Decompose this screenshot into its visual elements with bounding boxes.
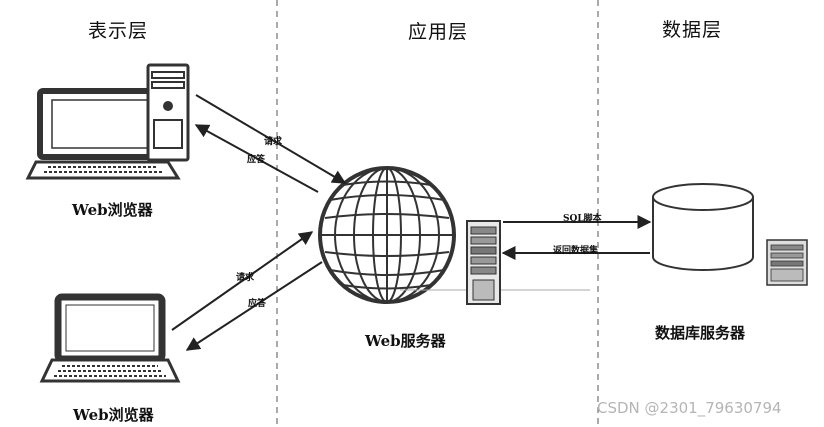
desktop-computer-icon <box>28 65 188 178</box>
label-laptop-response: 应答 <box>248 296 266 309</box>
layer-title-presentation: 表示层 <box>88 16 148 43</box>
laptop-icon <box>42 297 178 381</box>
label-sql-script: SQL脚本 <box>563 211 602 224</box>
db-server-icon <box>767 240 807 285</box>
label-db-server: 数据库服务器 <box>655 322 745 343</box>
label-web-server: Web服务器 <box>365 330 446 351</box>
web-server-icon <box>467 221 500 304</box>
label-desktop-request: 请求 <box>264 134 282 147</box>
layer-title-data: 数据层 <box>662 15 722 42</box>
label-desktop-response: 应答 <box>247 152 265 165</box>
database-cylinder-icon <box>653 184 753 270</box>
globe-icon <box>320 168 454 302</box>
label-return-dataset: 返回数据集 <box>553 243 598 256</box>
label-browser-laptop: Web浏览器 <box>73 404 154 425</box>
watermark-text: CSDN @2301_79630794 <box>597 399 782 417</box>
label-browser-desktop: Web浏览器 <box>72 199 153 220</box>
layer-title-application: 应用层 <box>408 17 468 44</box>
label-laptop-request: 请求 <box>236 270 254 283</box>
